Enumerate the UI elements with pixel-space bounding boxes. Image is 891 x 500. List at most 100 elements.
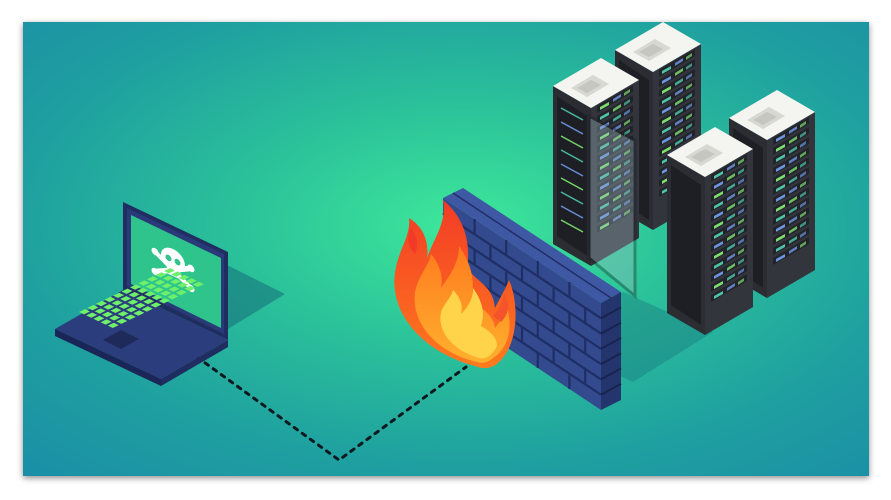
keyboard-key: [150, 302, 162, 308]
keyboard-key: [169, 279, 181, 285]
keyboard-key: [175, 289, 187, 296]
keyboard-key: [185, 278, 197, 284]
keyboard-key: [184, 285, 196, 292]
server-led: [662, 76, 671, 84]
rack-cable: [560, 135, 584, 149]
keyboard-key: [79, 309, 90, 315]
keyboard-key: [128, 292, 140, 298]
keyboard-key: [155, 272, 167, 278]
keyboard-key: [101, 311, 113, 318]
server-unit: [711, 154, 747, 182]
server-unit: [773, 187, 809, 215]
server-unit: [659, 89, 695, 117]
keyboard-key: [107, 322, 119, 328]
server-led: [776, 244, 785, 252]
server-led: [600, 222, 609, 230]
server-led: [600, 162, 609, 170]
server-led: [714, 211, 723, 219]
keyboard-key: [167, 294, 179, 300]
server-led: [776, 254, 785, 262]
network-connection-line: [195, 355, 468, 462]
server-led: [600, 182, 609, 190]
server-led: [776, 174, 785, 182]
server-led: [776, 164, 785, 172]
server-unit: [773, 197, 809, 225]
keyboard-key: [152, 287, 164, 293]
server-led: [714, 281, 723, 289]
flame-inner: [440, 288, 497, 359]
server-led: [776, 154, 785, 162]
keyboard-key: [113, 292, 124, 298]
server-unit: [597, 115, 633, 143]
rack-cable: [560, 107, 584, 121]
server-unit: [773, 237, 809, 265]
keyboard-key: [130, 284, 141, 290]
server-unit: [597, 145, 633, 173]
keyboard-key: [110, 307, 122, 313]
server-unit: [711, 244, 747, 272]
keyboard-key: [100, 319, 112, 325]
server-unit: [659, 129, 695, 157]
server-led: [776, 134, 785, 142]
keyboard-key: [162, 275, 174, 281]
server-unit: [711, 204, 747, 232]
wall-end: [601, 292, 621, 410]
server-rack: [667, 127, 753, 335]
keyboard-key: [117, 311, 129, 317]
rack-door-frame: [671, 165, 701, 325]
server-unit: [659, 69, 695, 97]
server-led: [600, 132, 609, 140]
keyboard-key: [164, 268, 175, 274]
server-unit: [773, 117, 809, 145]
server-led: [714, 171, 723, 179]
server-led: [662, 66, 671, 74]
server-led: [600, 102, 609, 110]
keyboard-key: [86, 312, 98, 318]
server-unit: [773, 227, 809, 255]
mortar-line: [442, 212, 602, 320]
keyboard-key: [94, 308, 106, 314]
keyboard-key: [145, 283, 157, 290]
keyboard-key: [118, 303, 130, 309]
keyboard-keys: [79, 268, 204, 328]
wall-top-line: [452, 192, 612, 299]
server-unit: [711, 184, 747, 212]
server-unit: [773, 177, 809, 205]
keyboard-key: [151, 294, 163, 300]
server-led: [600, 212, 609, 220]
keyboard-key: [138, 280, 150, 286]
server-led: [714, 261, 723, 269]
keyboard-key: [109, 315, 121, 321]
server-led: [714, 231, 723, 239]
server-led: [600, 112, 609, 120]
keyboard-key: [168, 286, 180, 292]
server-led: [776, 184, 785, 192]
server-led: [714, 291, 723, 299]
server-led: [600, 142, 609, 150]
server-led: [776, 204, 785, 212]
keyboard-key: [135, 295, 147, 301]
server-unit: [597, 85, 633, 113]
server-unit: [773, 127, 809, 155]
keyboard-key: [134, 302, 146, 309]
server-led: [714, 181, 723, 189]
mortar-line: [600, 336, 622, 350]
rack-glass-door: [587, 113, 637, 300]
server-led: [662, 116, 671, 124]
rack-cable: [560, 191, 584, 205]
server-led: [662, 106, 671, 114]
keyboard-key: [147, 276, 158, 282]
server-led: [662, 136, 671, 144]
keyboard-key: [111, 300, 123, 306]
rack-cable: [560, 149, 584, 163]
server-led: [600, 122, 609, 130]
server-unit: [711, 254, 747, 282]
keyboard-key: [116, 318, 128, 324]
server-unit: [597, 95, 633, 123]
keyboard-key: [87, 305, 99, 311]
server-led: [662, 146, 671, 154]
server-unit: [711, 234, 747, 262]
keyboard-key: [141, 306, 153, 312]
server-unit: [597, 125, 633, 153]
keyboard-key: [144, 291, 156, 297]
